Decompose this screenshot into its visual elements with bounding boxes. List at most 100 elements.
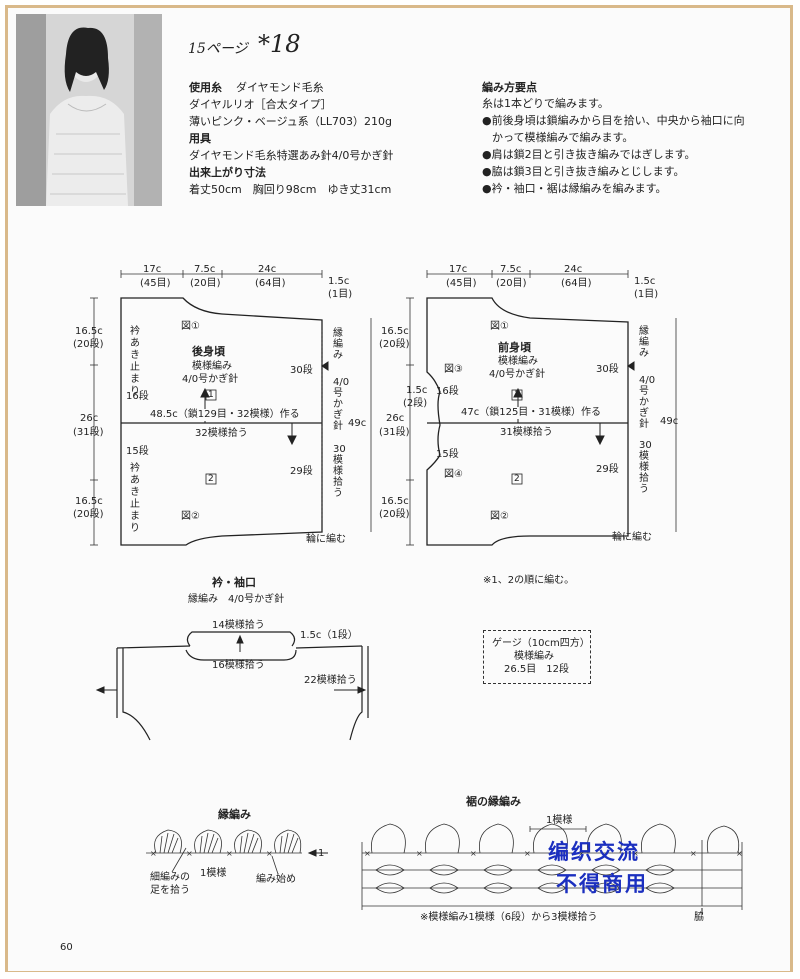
size-heading: 出来上がり寸法 <box>189 166 266 179</box>
point-line: ●肩は鎖2目と引き抜き編みではぎします。 <box>482 148 696 161</box>
front-dim-left: 16.5c <box>381 326 409 337</box>
front-dim-left: (2段) <box>403 398 428 409</box>
back-dim-top: 17c <box>143 264 162 275</box>
back-dim-top-rows: (64目) <box>255 278 286 289</box>
back-dim-left: 16.5c <box>75 326 103 337</box>
edge-chart-note: 細編みの <box>150 872 190 883</box>
back-box2: 2 <box>208 474 214 484</box>
back-dim-left: 16.5c <box>75 496 103 507</box>
point-line: 糸は1本どりで編みます。 <box>482 97 609 110</box>
gauge-line: 26.5目 12段 <box>504 664 569 675</box>
front-box2: 2 <box>514 474 520 484</box>
tools-heading: 用具 <box>189 132 211 145</box>
back-rows-16: 16段 <box>126 391 149 402</box>
edge-chart-note: 足を拾う <box>150 885 190 896</box>
front-ring: 輪に編む <box>612 532 652 543</box>
front-pattern: 模様編み <box>498 356 538 367</box>
edge-chart-unit: 1模様 <box>200 868 227 879</box>
front-pick: 31模様拾う <box>500 427 553 439</box>
back-height: 49c <box>348 418 367 429</box>
front-dim-left: 26c <box>386 413 405 424</box>
neck-title: 衿・袖口 <box>212 576 256 589</box>
front-dim-left: (20段) <box>379 509 410 520</box>
back-edge-side: 縁編み <box>333 328 343 361</box>
svg-text:×: × <box>186 849 193 858</box>
neck-pick-14: 14模様拾う <box>212 620 265 631</box>
page-reference: 15ページ <box>188 41 248 57</box>
hem-chart-note: ※模様編み1模様（6段）から3模様拾う <box>420 912 598 923</box>
front-rows-29: 29段 <box>596 464 619 475</box>
gauge-line: ゲージ（10cm四方） <box>492 638 590 649</box>
back-neck-stop-lower: 衿あき止まり <box>130 463 140 534</box>
hem-chart-unit: 1模様 <box>546 815 573 826</box>
points-heading: 編み方要点 <box>482 81 537 94</box>
front-rows-30: 30段 <box>596 364 619 375</box>
front-dim-top: 24c <box>564 264 583 275</box>
svg-text:×: × <box>524 849 531 858</box>
svg-text:×: × <box>690 849 697 858</box>
finished-size: 着丈50cm 胸回り98cm ゆき丈31cm <box>189 183 392 196</box>
edge-chart-title: 縁編み <box>218 808 251 821</box>
back-dim-top-rows: (20目) <box>190 278 221 289</box>
watermark-line: 不得商用 <box>556 871 648 896</box>
back-dim-top: 1.5c <box>328 276 350 287</box>
front-dim-top-rows: (45目) <box>446 278 477 289</box>
neck-pick-16: 16模様拾う <box>212 660 265 671</box>
edge-chart-arrow-label: 1 <box>318 848 325 859</box>
back-box1: 1 <box>208 390 214 400</box>
neck-chain-note: 1.5c（1段） <box>300 630 358 641</box>
back-hook: 4/0号かぎ針 <box>182 374 239 385</box>
svg-text:×: × <box>266 849 273 858</box>
front-hook-side: 4/0号かぎ針 <box>639 375 656 430</box>
back-rows-29: 29段 <box>290 466 313 477</box>
yarn-name: ダイヤルリオ［合太タイプ］ <box>189 98 332 111</box>
back-dim-left: (20段) <box>73 339 104 350</box>
yarn-brand: ダイヤモンド毛糸 <box>236 81 324 94</box>
front-edge-side: 縁編み <box>639 326 649 359</box>
back-dim-top: 24c <box>258 264 277 275</box>
front-dim-top-rows: (1目) <box>634 289 659 300</box>
svg-text:×: × <box>416 849 423 858</box>
hem-chart-side: 脇 <box>694 912 704 923</box>
back-dim-top-rows: (45目) <box>140 278 171 289</box>
front-chain: 47c（鎖125目・31模様）作る <box>461 407 602 419</box>
front-dim-left: (20段) <box>379 339 410 350</box>
order-note: ※1、2の順に編む。 <box>483 575 575 586</box>
back-dim-top: 7.5c <box>194 264 216 275</box>
front-dim-top: 17c <box>449 264 468 275</box>
model-photo <box>16 14 162 206</box>
front-fig1: 図① <box>490 321 509 332</box>
back-rows-15: 15段 <box>126 446 149 457</box>
front-dim-left: (31段) <box>379 427 410 438</box>
hem-chart-title: 裾の縁編み <box>466 795 521 808</box>
tools: ダイヤモンド毛糸特選あみ針4/0号かぎ針 <box>189 149 394 162</box>
point-line: ●脇は鎖3目と引き抜き編みとじします。 <box>482 165 685 178</box>
front-fig2: 図② <box>490 511 509 522</box>
svg-text:×: × <box>364 849 371 858</box>
back-rows-30: 30段 <box>290 365 313 376</box>
back-dim-left: 26c <box>80 413 99 424</box>
svg-text:×: × <box>578 849 585 858</box>
model-number: *18 <box>258 30 301 58</box>
back-hook-side: 4/0号かぎ針 <box>333 377 350 432</box>
front-height: 49c <box>660 416 679 427</box>
back-pattern: 模様編み <box>192 361 232 372</box>
back-fig2: 図② <box>181 511 200 522</box>
neck-subtitle: 縁編み 4/0号かぎ針 <box>188 594 285 605</box>
back-dim-left: (31段) <box>73 427 104 438</box>
svg-text:×: × <box>632 849 639 858</box>
front-dim-top: 1.5c <box>634 276 656 287</box>
page-number: 60 <box>60 942 73 953</box>
yarn-color: 薄いピンク・ベージュ系（LL703）210g <box>189 115 393 128</box>
back-title: 後身頃 <box>192 345 225 358</box>
front-box1: 1 <box>514 390 520 400</box>
gauge-line: 模様編み <box>514 651 554 662</box>
front-dim-top: 7.5c <box>500 264 522 275</box>
front-hook: 4/0号かぎ針 <box>489 369 546 380</box>
front-pick-30: 30模様拾う <box>639 440 652 495</box>
svg-text:×: × <box>150 849 157 858</box>
front-dim-left: 1.5c <box>406 385 428 396</box>
svg-text:×: × <box>736 849 743 858</box>
